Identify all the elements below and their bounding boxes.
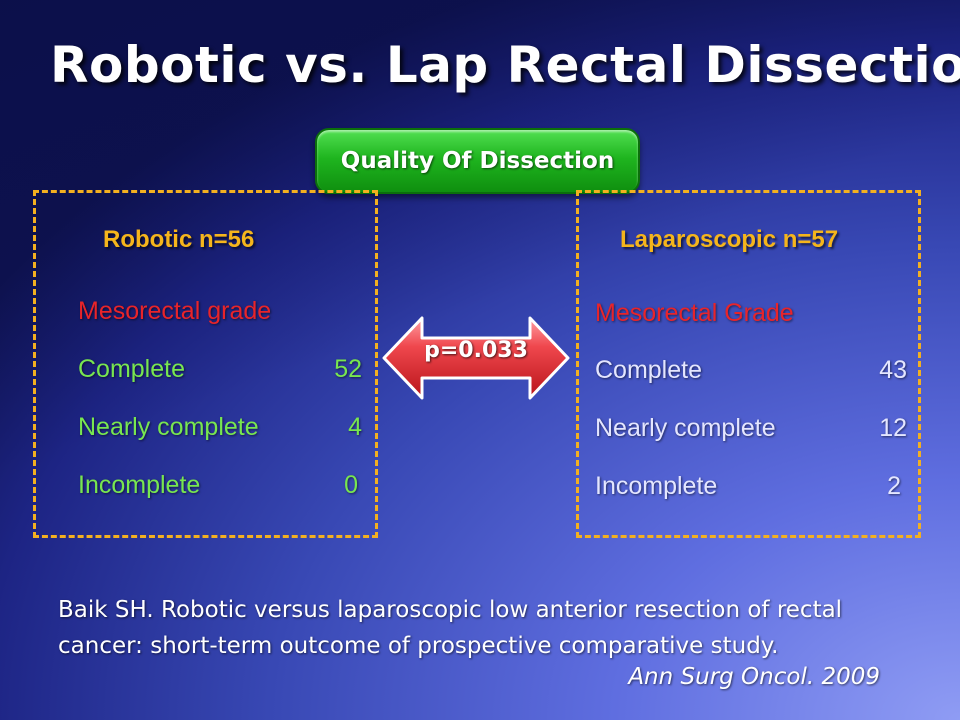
citation-text: Baik SH. Robotic versus laparoscopic low… (58, 597, 843, 659)
laparoscopic-row-complete: Complete 43 (595, 356, 907, 385)
quality-banner-label: Quality Of Dissection (340, 148, 615, 174)
robotic-row-incomplete: Incomplete 0 (78, 471, 358, 500)
row-label: Nearly complete (78, 413, 259, 441)
slide-title: Robotic vs. Lap Rectal Dissection (50, 36, 960, 94)
robotic-subheading: Mesorectal grade (78, 297, 272, 325)
row-value: 2 (887, 472, 901, 500)
double-arrow-icon (382, 316, 570, 400)
robotic-heading: Robotic n=56 (103, 226, 255, 253)
row-label: Nearly complete (595, 414, 776, 442)
laparoscopic-subheading: Mesorectal Grade (595, 299, 794, 327)
row-label: Complete (595, 356, 702, 384)
p-value-arrow: p=0.033 (378, 312, 574, 404)
row-label: Complete (78, 355, 185, 383)
robotic-box (33, 190, 378, 538)
row-value: 0 (344, 471, 358, 499)
row-value: 12 (879, 414, 907, 442)
laparoscopic-row-nearly-complete: Nearly complete 12 (595, 414, 907, 443)
quality-banner: Quality Of Dissection (315, 128, 640, 194)
row-label: Incomplete (78, 471, 201, 499)
robotic-row-complete: Complete 52 (78, 355, 362, 384)
laparoscopic-box (576, 190, 921, 538)
robotic-row-nearly-complete: Nearly complete 4 (78, 413, 362, 442)
laparoscopic-heading: Laparoscopic n=57 (620, 226, 839, 253)
citation-journal: Ann Surg Oncol. 2009 (628, 664, 880, 690)
row-value: 52 (334, 355, 362, 383)
p-value-label: p=0.033 (424, 338, 528, 363)
laparoscopic-row-incomplete: Incomplete 2 (595, 472, 901, 501)
row-value: 43 (879, 356, 907, 384)
row-label: Incomplete (595, 472, 718, 500)
row-value: 4 (348, 413, 362, 441)
